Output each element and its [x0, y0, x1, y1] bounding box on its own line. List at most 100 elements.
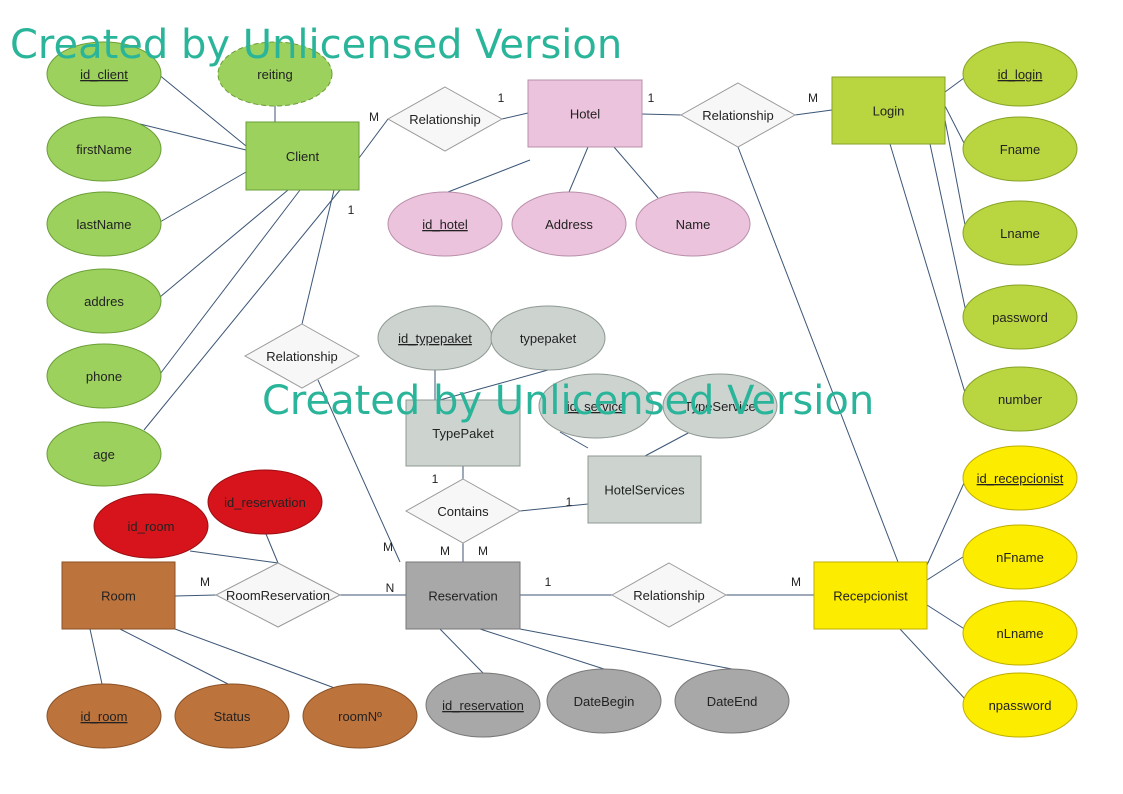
attribute-a_address[interactable]: Address [511, 191, 627, 257]
edge-room-a_id_room [89, 628, 103, 685]
edge-roomreservation-a_id_room_red [189, 550, 279, 564]
attribute-a_id_login[interactable]: id_login [962, 41, 1078, 107]
attribute-ellipse [302, 683, 418, 749]
edge-hotel-rel_hotel_login [641, 113, 682, 116]
cardinality-label: 1 [348, 203, 355, 217]
entity-typepaket[interactable]: TypePaket [405, 399, 521, 467]
attribute-a_id_reservation_red[interactable]: id_reservation [207, 469, 323, 535]
attribute-label: addres [84, 294, 124, 309]
entity-label: Recepcionist [833, 589, 908, 604]
attribute-a_number[interactable]: number [962, 366, 1078, 432]
edge-room-a_status [119, 628, 229, 685]
attribute-a_typepaket[interactable]: typepaket [490, 305, 606, 371]
edge-rel_client_res-reservation [317, 379, 401, 563]
edge-client-a_firstname [139, 123, 247, 151]
attribute-ellipse [511, 191, 627, 257]
key-attribute-label: id_service [567, 399, 626, 414]
relationship-contains[interactable]: Contains [404, 478, 522, 544]
attribute-a_id_service[interactable]: id_service [538, 373, 654, 439]
entity-login[interactable]: Login [831, 76, 946, 145]
edge-client-a_lastname [159, 171, 247, 223]
attribute-a_phone[interactable]: phone [46, 343, 162, 409]
relationship-rel_client_res[interactable]: Relationship [243, 323, 361, 389]
attribute-a_id_client[interactable]: id_client [46, 41, 162, 107]
relationship-rel_hotel_login[interactable]: Relationship [679, 82, 797, 148]
cardinality-label: N [386, 581, 395, 595]
attribute-ellipse [962, 116, 1078, 182]
attribute-a_npassword[interactable]: npassword [962, 672, 1078, 738]
watermark-layer: Created by Unlicensed Version Created by… [10, 22, 874, 424]
attribute-label: id_reservation [224, 495, 306, 510]
attribute-a_dateend[interactable]: DateEnd [674, 668, 790, 734]
relationship-rel_client_hotel[interactable]: Relationship [386, 86, 504, 152]
attribute-a_nfname[interactable]: nFname [962, 524, 1078, 590]
attribute-a_age[interactable]: age [46, 421, 162, 487]
attribute-ellipse [962, 600, 1078, 666]
attribute-ellipse [635, 191, 751, 257]
key-attribute-label: id_hotel [422, 217, 468, 232]
entity-label: Hotel [570, 107, 600, 122]
attribute-label: Status [214, 709, 251, 724]
entity-client[interactable]: Client [245, 121, 360, 191]
attribute-a_id_room[interactable]: id_room [46, 683, 162, 749]
attribute-ellipse [46, 116, 162, 182]
attribute-a_reiting[interactable]: reiting [217, 41, 333, 107]
attribute-label: reiting [257, 67, 292, 82]
attribute-a_id_reservation[interactable]: id_reservation [425, 672, 541, 738]
attribute-a_id_typepaket[interactable]: id_typepaket [377, 305, 493, 371]
attribute-label: id_room [128, 519, 175, 534]
attribute-a_id_recepcionist[interactable]: id_recepcionist [962, 445, 1078, 511]
entity-label: Reservation [428, 589, 497, 604]
entity-box [405, 561, 521, 630]
entity-recepcionist[interactable]: Recepcionist [813, 561, 928, 630]
edge-recepcionist-a_id_recepcionist [926, 482, 965, 566]
attribute-a_id_room_red[interactable]: id_room [93, 493, 209, 559]
attribute-ellipse [46, 683, 162, 749]
attribute-ellipse [46, 268, 162, 334]
attribute-ellipse [425, 672, 541, 738]
attribute-a_firstname[interactable]: firstName [46, 116, 162, 182]
attribute-a_lastname[interactable]: lastName [46, 191, 162, 257]
relationship-roomreservation[interactable]: RoomReservation [214, 562, 342, 628]
cardinality-label: 1 [432, 472, 439, 486]
attribute-label: firstName [76, 142, 132, 157]
attribute-a_nlname[interactable]: nLname [962, 600, 1078, 666]
attribute-a_lname[interactable]: Lname [962, 200, 1078, 266]
key-attribute-label: id_recepcionist [977, 471, 1064, 486]
attribute-a_addres[interactable]: addres [46, 268, 162, 334]
entity-room[interactable]: Room [61, 561, 176, 630]
attribute-a_datebegin[interactable]: DateBegin [546, 668, 662, 734]
key-attribute-label: id_typepaket [398, 331, 472, 346]
attribute-label: typepaket [520, 331, 577, 346]
edge-hotelservices-contains [519, 503, 589, 512]
attribute-a_password[interactable]: password [962, 284, 1078, 350]
attribute-a_id_hotel[interactable]: id_hotel [387, 191, 503, 257]
entity-hotelservices[interactable]: HotelServices [587, 455, 702, 524]
attribute-ellipse [962, 284, 1078, 350]
attribute-ellipse [962, 41, 1078, 107]
edge-client-a_id_client [157, 73, 247, 147]
edge-hotel-a_address [568, 146, 589, 193]
attribute-a_roomno[interactable]: roomNº [302, 683, 418, 749]
edge-client-a_age [143, 189, 341, 431]
edge-reservation-a_id_reservation [439, 628, 484, 674]
attribute-ellipse [46, 343, 162, 409]
attribute-a_fname[interactable]: Fname [962, 116, 1078, 182]
edge-login-a_lname [944, 119, 967, 231]
edge-hotelservices-a_typeservice [644, 431, 691, 457]
cardinality-label: M [200, 575, 210, 589]
edge-client-a_addres [159, 189, 289, 298]
cardinality-label: M [478, 544, 488, 558]
attribute-a_typeservice[interactable]: TypeService [662, 373, 778, 439]
edge-login-a_id_login [944, 77, 965, 93]
attribute-label: DateEnd [707, 694, 758, 709]
relationship-rel_res_recep[interactable]: Relationship [610, 562, 728, 628]
attribute-a_name[interactable]: Name [635, 191, 751, 257]
attribute-a_status[interactable]: Status [174, 683, 290, 749]
attribute-label: Fname [1000, 142, 1040, 157]
entity-label: Room [101, 589, 136, 604]
edges-layer [89, 73, 967, 701]
entity-reservation[interactable]: Reservation [405, 561, 521, 630]
entity-hotel[interactable]: Hotel [527, 79, 643, 148]
